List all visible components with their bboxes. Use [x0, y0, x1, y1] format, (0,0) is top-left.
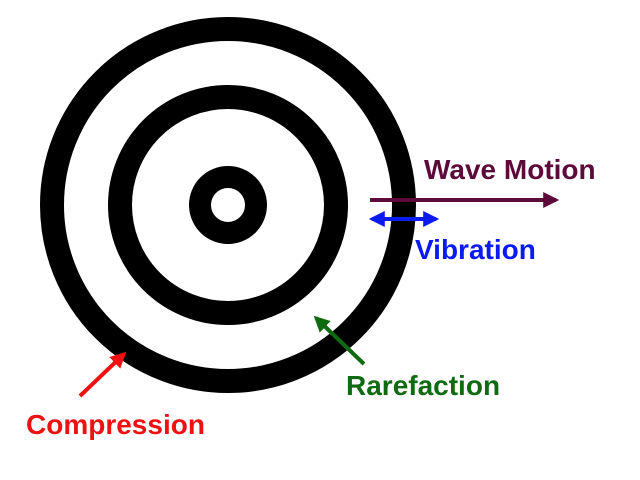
- middle-ring: [108, 85, 348, 325]
- wave-motion-label: Wave Motion: [424, 154, 596, 185]
- inner-ring: [189, 166, 267, 244]
- compression-arrow: [78, 351, 127, 398]
- vibration-label: Vibration: [415, 234, 536, 265]
- outer-ring: [40, 17, 416, 393]
- rarefaction-arrow: [313, 315, 366, 366]
- rarefaction-label: Rarefaction: [346, 370, 500, 401]
- compression-label: Compression: [26, 409, 205, 440]
